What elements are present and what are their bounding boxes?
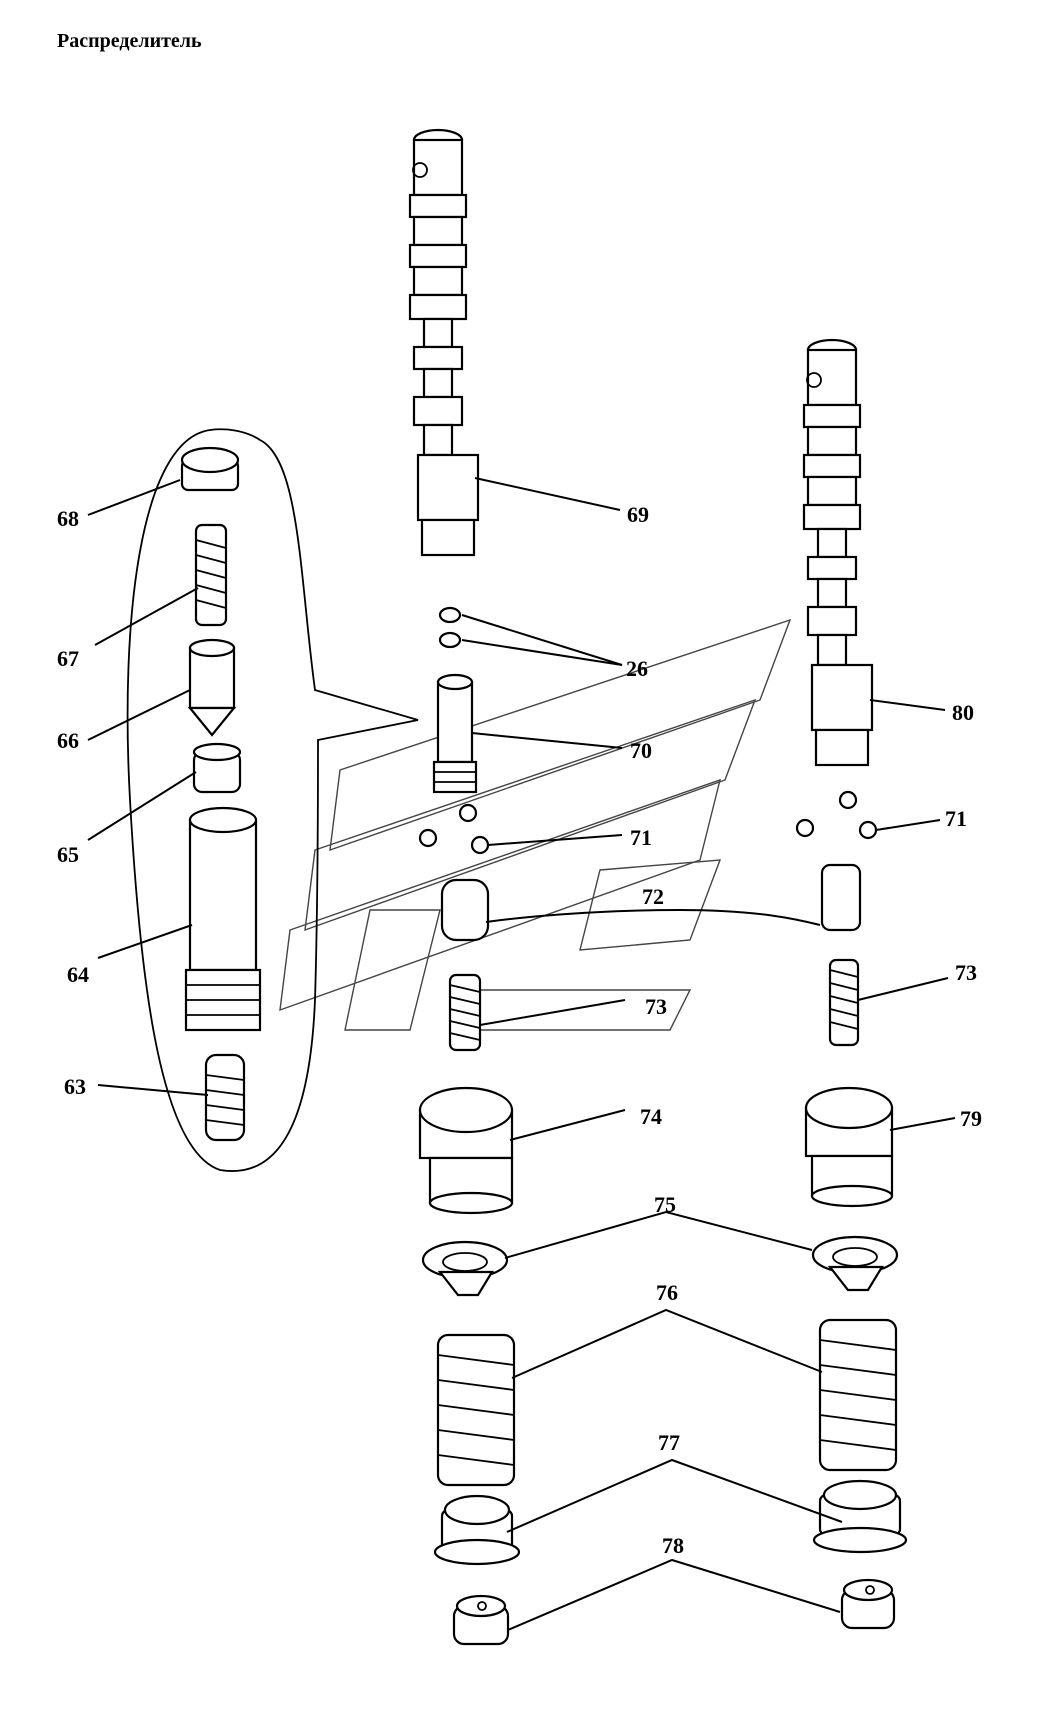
part-66-needle [187,638,237,737]
part-73-spring-left [448,973,482,1052]
callout-71: 71 [630,825,652,850]
part-79-seat [804,1086,894,1208]
callout-68: 68 [57,506,79,531]
part-76-spring-right [818,1318,898,1472]
part-75-cup-right [811,1235,899,1292]
diagram-title: Распределитель [57,30,202,52]
callout-69: 69 [627,502,649,527]
callout-73: 73 [645,994,667,1019]
part-63-screw [204,1053,246,1142]
leader-lines [87,477,956,1631]
part-72-piston-right [820,863,862,932]
part-67-spring [194,523,228,627]
callout-63: 63 [64,1074,86,1099]
part-78-nut-left [452,1594,510,1646]
part-78-nut-right [840,1578,896,1630]
part-64-sleeve [184,806,262,1032]
callout-71-right: 71 [945,806,967,831]
part-26-washers [438,606,462,649]
callout-70: 70 [630,738,652,763]
part-74-seat [418,1086,514,1215]
part-69-spool [408,128,480,557]
part-73-spring-right [828,958,860,1047]
part-80-spool [802,338,874,767]
part-75-cup-left [421,1240,509,1297]
callout-78: 78 [662,1533,684,1558]
part-72-piston-left [440,878,490,942]
part-77-retainer-left [433,1494,521,1566]
callout-26: 26 [626,656,648,681]
part-76-spring-left [436,1333,516,1487]
part-65-nut [192,742,242,794]
part-70-fitting [432,673,478,794]
part-77-retainer-right [812,1479,908,1554]
part-71-balls-right [795,790,878,840]
watermark-logo [279,618,792,1031]
part-71-balls-left [418,803,490,855]
assembly-group-outline [126,428,419,1172]
callout-76: 76 [656,1280,678,1305]
callout-66: 66 [57,728,79,753]
callout-64: 64 [67,962,89,987]
callout-80: 80 [952,700,974,725]
part-68-cap [180,446,240,492]
callout-73-right: 73 [955,960,977,985]
callout-79: 79 [960,1106,982,1131]
callout-65: 65 [57,842,79,867]
callout-75: 75 [654,1192,676,1217]
callout-77: 77 [658,1430,680,1455]
callout-67: 67 [57,646,79,671]
callout-74: 74 [640,1104,662,1129]
callout-72: 72 [642,884,664,909]
